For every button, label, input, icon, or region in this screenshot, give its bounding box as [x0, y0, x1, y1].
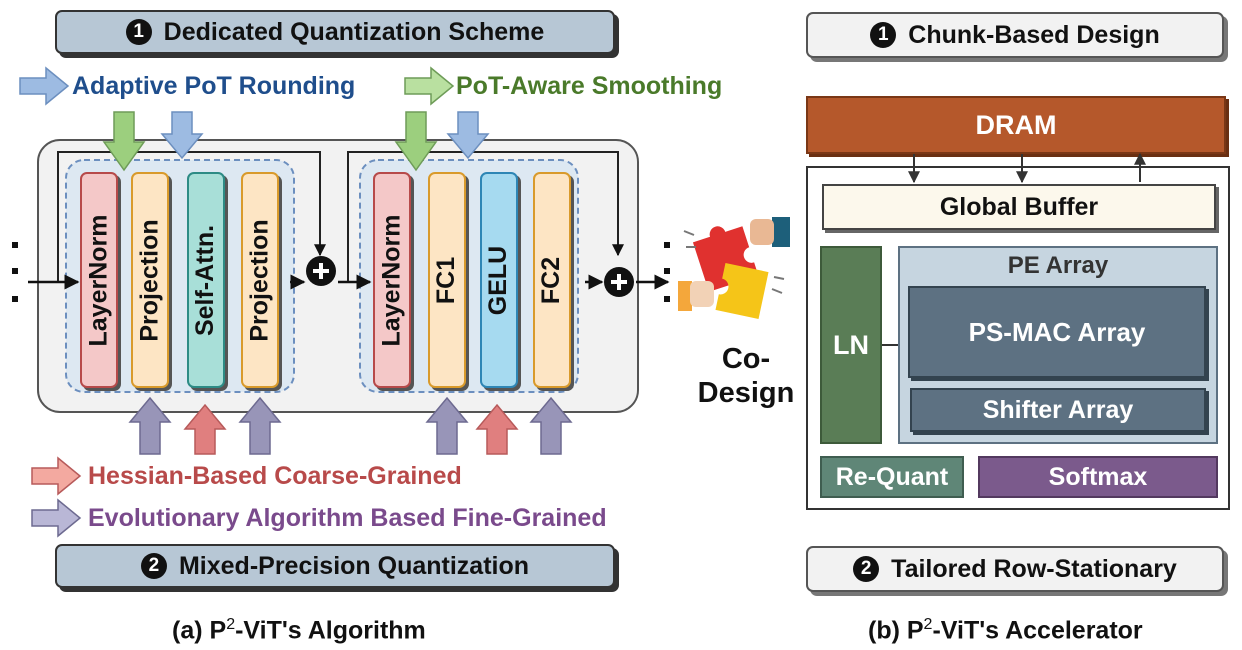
ps-mac-array-block: PS-MAC Array: [908, 286, 1206, 378]
projection-bar-2: Projection: [241, 172, 279, 388]
output-ellipsis: [664, 242, 670, 302]
step-1-badge: 1: [125, 19, 152, 45]
green-arrow-fc1: [394, 111, 438, 172]
hessian-legend-arrow: [31, 456, 82, 496]
row-stationary-header: 2 Tailored Row-Stationary: [806, 546, 1224, 592]
adaptive-legend-arrow: [19, 66, 70, 106]
memory-arrows: [908, 152, 1146, 184]
add-node-1: [306, 256, 336, 286]
pe-array-label: PE Array: [1007, 252, 1109, 279]
chunk-based-header: 1 Chunk-Based Design: [806, 12, 1224, 58]
accelerator-caption: (b) P2-ViT's Accelerator: [868, 616, 1143, 645]
layernorm-bar-2: LayerNorm: [373, 172, 411, 388]
evolutionary-legend-arrow: [31, 498, 82, 538]
softmax-block: Softmax: [978, 456, 1218, 498]
requant-block: Re-Quant: [820, 456, 964, 498]
mixed-precision-title: Mixed-Precision Quantization: [178, 551, 530, 580]
pot-smoothing-label: PoT-Aware Smoothing: [456, 72, 723, 100]
algorithm-caption: (a) P2-ViT's Algorithm: [172, 616, 426, 645]
chunk-based-title: Chunk-Based Design: [908, 20, 1160, 49]
accelerator-frame: [806, 166, 1230, 510]
gelu-bar: GELU: [480, 172, 518, 388]
fc1-bar: FC1: [428, 172, 466, 388]
shifter-array-block: Shifter Array: [910, 388, 1206, 432]
ln-block: LN: [820, 246, 882, 444]
add-node-2: [604, 267, 634, 297]
step-2-badge: 2: [140, 553, 167, 579]
evolutionary-label: Evolutionary Algorithm Based Fine-Graine…: [88, 504, 607, 532]
mixed-precision-header: 2 Mixed-Precision Quantization: [55, 544, 615, 588]
dedicated-quantization-header: 1 Dedicated Quantization Scheme: [55, 10, 615, 54]
blue-arrow-fc1: [446, 111, 490, 160]
smoothing-legend-arrow: [404, 66, 455, 106]
fc2-bar: FC2: [533, 172, 571, 388]
red-arrow-gelu: [475, 403, 519, 455]
dram-block: DRAM: [806, 96, 1226, 154]
blue-arrow-attn: [160, 111, 204, 160]
purple-arrow-fc1: [425, 396, 469, 455]
codesign-label: Co- Design: [697, 343, 795, 409]
step-1-badge-right: 1: [870, 22, 897, 48]
ln-connector: [882, 344, 900, 346]
row-stationary-title: Tailored Row-Stationary: [891, 554, 1177, 583]
puzzle-handshake-icon: [678, 217, 790, 320]
purple-arrow-fc2: [529, 396, 573, 455]
green-arrow-projection: [102, 111, 146, 172]
residual-line-1: [57, 151, 326, 282]
self-attn-bar: Self-Attn.: [187, 172, 225, 388]
hessian-label: Hessian-Based Coarse-Grained: [88, 462, 462, 490]
input-ellipsis: [12, 242, 18, 302]
projection-bar-1: Projection: [131, 172, 169, 388]
red-arrow-attn: [183, 403, 227, 455]
dedicated-quantization-title: Dedicated Quantization Scheme: [163, 17, 545, 46]
purple-arrow-proj2: [238, 396, 282, 455]
step-2-badge-right: 2: [853, 556, 880, 582]
adaptive-pot-label: Adaptive PoT Rounding: [72, 72, 356, 100]
residual-line-2: [347, 151, 624, 282]
layernorm-bar-1: LayerNorm: [80, 172, 118, 388]
purple-arrow-proj1: [128, 396, 172, 455]
global-buffer-block: Global Buffer: [822, 184, 1216, 230]
